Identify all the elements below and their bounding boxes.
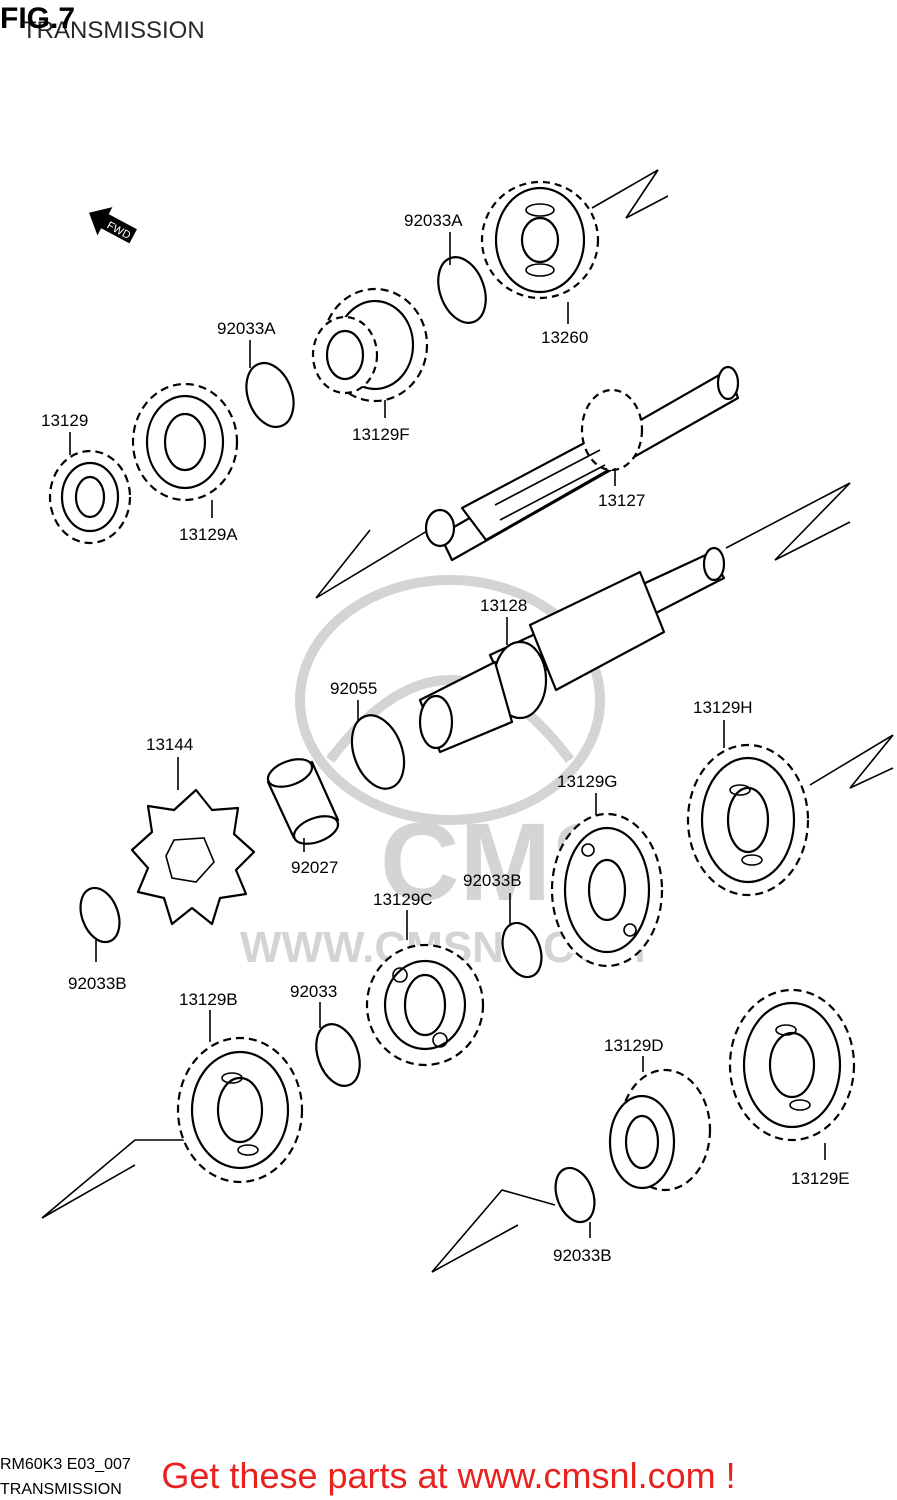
spacer-92027 [266,758,340,845]
diagram-code: RM60K3 E03_007 [0,1456,131,1473]
callout-92027: 92027 [291,858,338,877]
driveshaft-13128 [418,546,726,754]
callout-92033b-lower: 92033B [553,1246,612,1265]
gear-13129e [728,988,856,1142]
promo-link[interactable]: Get these parts at www.cmsnl.com ! [161,1455,736,1496]
callout-13128: 13128 [480,596,527,615]
countershaft-13127 [424,365,740,562]
callout-labels: 92033A 13260 92033A 13129F 13129 13129A … [41,211,850,1265]
circlip-92033a-left [245,361,295,429]
assembly-axis-lines [41,169,894,1273]
sprocket-13144 [130,788,256,926]
callout-13129e: 13129E [791,1169,850,1188]
callout-92033b-mid: 92033B [463,871,522,890]
leader-lines [69,232,826,1238]
gear-13129c [365,943,485,1067]
gear-13129h [686,743,810,897]
callout-92033a-upper: 92033A [404,211,463,230]
gear-13129d [608,1068,712,1192]
gear-13129g [550,812,664,968]
fwd-label: FWD [105,220,133,242]
circlip-92033 [315,1023,361,1087]
callout-92033b-left: 92033B [68,974,127,993]
callout-13260: 13260 [541,328,588,347]
callout-13129: 13129 [41,411,88,430]
callout-13129h: 13129H [693,698,753,717]
fwd-arrow-icon: FWD [89,207,137,244]
callout-92033a-left: 92033A [217,319,276,338]
oring-92055 [350,714,406,790]
callout-13129b: 13129B [179,990,238,1009]
callout-13127: 13127 [598,491,645,510]
gear-13260 [480,180,600,300]
circlip-92033b-mid [501,921,543,979]
callout-92055: 92055 [330,679,377,698]
gear-13129b [176,1036,304,1184]
gear-13129f [311,287,429,403]
fig-number: FIG.7 [0,2,75,35]
gear-13129a [131,382,239,502]
callout-13129f: 13129F [352,425,410,444]
page-title: TRANSMISSION [22,17,205,44]
callout-13144: 13144 [146,735,193,754]
callout-13129a: 13129A [179,525,238,544]
callout-13129c: 13129C [373,890,433,909]
callout-13129g: 13129G [557,772,618,791]
footer-title: TRANSMISSION [0,1481,122,1498]
circlip-92033a-upper [437,256,487,324]
callout-13129d: 13129D [604,1036,664,1055]
circlip-92033b-left [79,886,121,944]
circlip-92033b-lower [554,1166,596,1224]
gear-13129 [48,449,132,545]
callout-92033: 92033 [290,982,337,1001]
